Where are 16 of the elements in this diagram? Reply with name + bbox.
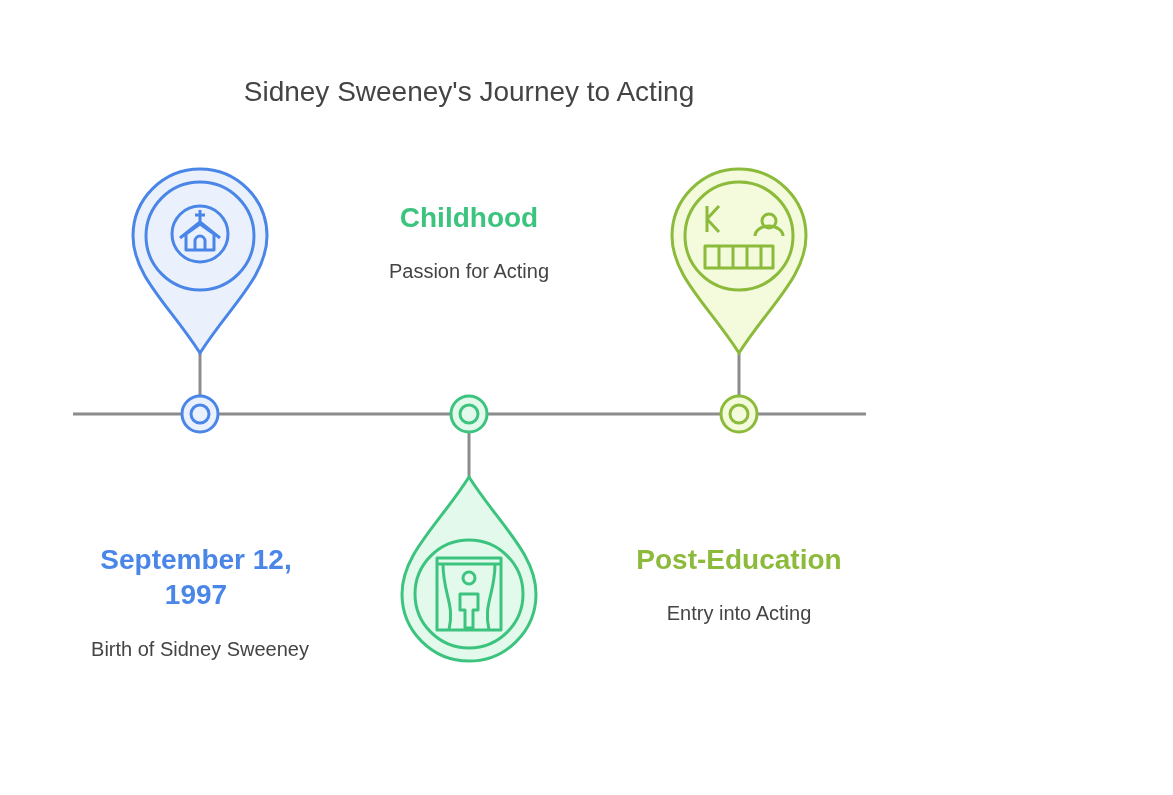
event-description: Passion for Acting	[388, 258, 550, 284]
connector-line	[737, 353, 741, 395]
timeline-dot	[449, 394, 489, 434]
connector-line	[467, 433, 471, 477]
diagram-title: Sidney Sweeney's Journey to Acting	[243, 76, 695, 108]
event-description: Birth of Sidney Sweeney	[91, 636, 309, 662]
map-pin-marker	[399, 474, 539, 664]
event-heading: Childhood	[399, 200, 539, 235]
map-pin-marker	[669, 166, 809, 356]
map-pin-marker	[130, 166, 270, 356]
event-heading: September 12, 1997	[99, 543, 293, 612]
event-description: Entry into Acting	[666, 600, 812, 626]
timeline-dot	[719, 394, 759, 434]
connector-line	[198, 353, 202, 395]
timeline-dot	[180, 394, 220, 434]
event-heading: Post-Education	[636, 542, 842, 577]
